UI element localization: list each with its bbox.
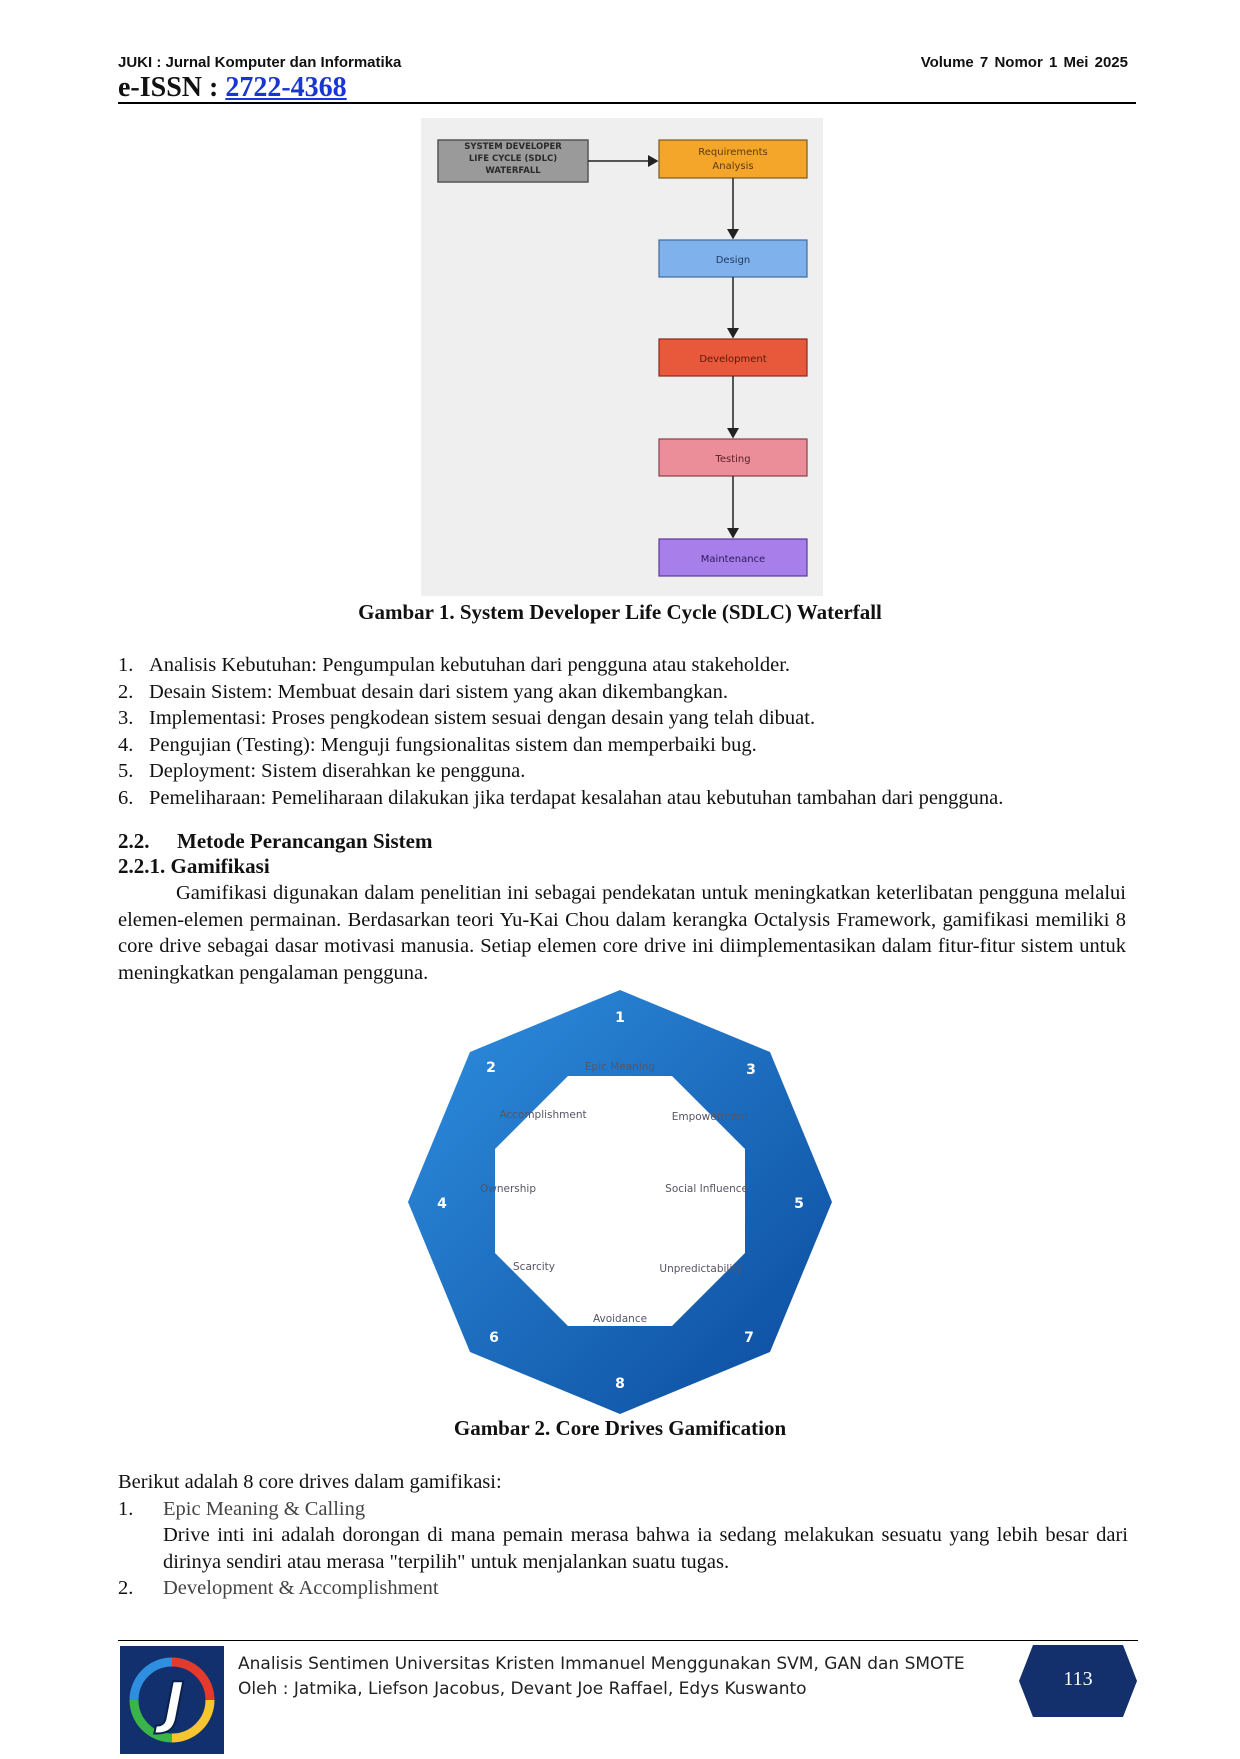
step-requirements-box (658, 139, 808, 179)
list-text: Analisis Kebutuhan: Pengumpulan kebutuha… (149, 654, 791, 676)
list-item: 2. Desain Sistem: Membuat desain dari sis… (118, 679, 1138, 706)
list-text: Pengujian (Testing): Menguji fungsionali… (149, 733, 757, 756)
sdlc-title-line-2: LIFE CYCLE (SDLC) (469, 154, 557, 164)
subsection-number: 2.2.1. (118, 854, 166, 878)
drive-label-accomplishment: Accomplishment (499, 1109, 586, 1121)
list-item: 2. Development & Accomplishment (118, 1575, 1128, 1602)
figure2-caption: Gambar 2. Core Drives Gamification (453, 1416, 787, 1440)
sdlc-diagram: SYSTEM DEVELOPER LIFE CYCLE (SDLC) WATER… (437, 139, 808, 577)
list-number: 1. (118, 654, 134, 676)
footer-text: Analisis Sentimen Universitas Kristen Im… (238, 1652, 965, 1702)
sdlc-title-box (437, 139, 589, 183)
drive-label-avoidance: Avoidance (593, 1313, 647, 1325)
page-badge-shape (1019, 1645, 1137, 1717)
list-number: 1. (118, 1497, 134, 1520)
drive-number-6: 6 (489, 1330, 499, 1346)
drive-label-social-influence: Social Influence (665, 1183, 748, 1195)
list-number: 5. (118, 760, 134, 782)
drive-label-scarcity: Scarcity (513, 1261, 555, 1273)
eissn: e-ISSN : 2722-4368 (118, 72, 347, 104)
footer-article-title: Analisis Sentimen Universitas Kristen Im… (238, 1654, 965, 1674)
step-requirements-line-1: Requirements (698, 147, 768, 158)
list-number: 6. (118, 786, 134, 809)
drive-label-empowerment: Empowerment (672, 1111, 749, 1123)
drive-number-7: 7 (744, 1330, 754, 1346)
core-drive-title: Epic Meaning & Calling (163, 1497, 366, 1520)
step-design-label: Design (716, 255, 751, 266)
sdlc-steps-list: 1. Analisis Kebutuhan: Pengumpulan kebutu… (118, 652, 1138, 811)
drive-number-2: 2 (486, 1060, 496, 1076)
list-item: 6. Pemeliharaan: Pemeliharaan dilakukan j… (118, 785, 1138, 812)
list-number: 3. (118, 707, 134, 729)
list-text: Pemeliharaan: Pemeliharaan dilakukan jik… (149, 786, 1004, 809)
step-testing-label: Testing (714, 454, 750, 465)
step-maintenance-box (658, 538, 808, 577)
list-item: 3. Implementasi: Proses pengkodean sistem… (118, 705, 1138, 732)
list-number: 2. (118, 680, 134, 703)
figure-octalysis: 1 2 3 4 5 6 7 8 Epic Meaning Accomplishm… (408, 990, 832, 1414)
list-number: 4. (118, 733, 134, 756)
subsection-heading: 2.2.1. Gamifikasi (118, 854, 270, 879)
list-text: Deployment: Sistem diserahkan ke penggun… (149, 760, 526, 782)
step-development-box (658, 338, 808, 377)
section-number: 2.2. (118, 829, 150, 853)
page-number-badge (1019, 1645, 1137, 1717)
list-number: 2. (118, 1577, 134, 1599)
step-maintenance-label: Maintenance (701, 554, 765, 565)
core-drive-description: Drive inti ini adalah dorongan di mana p… (163, 1524, 1128, 1573)
sdlc-title-line-3: WATERFALL (485, 166, 541, 176)
journal-logo: J (120, 1646, 224, 1754)
eissn-number-link[interactable]: 2722-4368 (225, 72, 347, 103)
figure-sdlc-waterfall: SYSTEM DEVELOPER LIFE CYCLE (SDLC) WATER… (421, 118, 823, 596)
eissn-label: e-ISSN : (118, 72, 226, 103)
list-item: 4. Pengujian (Testing): Menguji fungsiona… (118, 732, 1138, 759)
footer-authors: Oleh : Jatmika, Liefson Jacobus, Devant … (238, 1679, 807, 1699)
drive-number-1: 1 (615, 1010, 625, 1026)
list-item: 1. Analisis Kebutuhan: Pengumpulan kebutu… (118, 652, 1138, 679)
list-text: Desain Sistem: Membuat desain dari siste… (149, 680, 728, 703)
octagon-inner (495, 1076, 745, 1326)
journal-name: JUKI : Jurnal Komputer dan Informatika (118, 54, 402, 71)
section-title: Metode Perancangan Sistem (177, 829, 433, 853)
drive-label-epic-meaning: Epic Meaning (585, 1061, 655, 1073)
drive-label-ownership: Ownership (480, 1183, 536, 1195)
octalysis-diagram: 1 2 3 4 5 6 7 8 Epic Meaning Accomplishm… (408, 990, 832, 1414)
gamification-paragraph: Gamifikasi digunakan dalam penelitian in… (118, 882, 1126, 984)
drive-number-4: 4 (437, 1196, 447, 1212)
step-development-label: Development (699, 354, 766, 365)
list-text: Implementasi: Proses pengkodean sistem s… (149, 707, 816, 729)
volume-info: Volume 7 Nomor 1 Mei 2025 (920, 54, 1128, 71)
step-requirements-line-2: Analysis (712, 161, 753, 172)
subsection-title: Gamifikasi (170, 854, 270, 878)
step-testing-box (658, 438, 808, 477)
drive-number-5: 5 (794, 1196, 804, 1212)
step-design-box (658, 239, 808, 278)
figure1-caption: Gambar 1. System Developer Life Cycle (S… (358, 600, 882, 624)
drive-number-3: 3 (746, 1062, 756, 1078)
list-item: 5. Deployment: Sistem diserahkan ke pengg… (118, 758, 1138, 785)
core-drives-intro: Berikut adalah 8 core drives dalam gamif… (118, 1471, 502, 1493)
page-number: 113 (1063, 1668, 1093, 1690)
list-item: 1. Epic Meaning & Calling (118, 1496, 1128, 1523)
section-heading: 2.2. Metode Perancangan Sistem (118, 829, 432, 854)
drive-number-8: 8 (615, 1376, 625, 1392)
core-drive-title: Development & Accomplishment (163, 1577, 439, 1599)
journal-logo-image: J (120, 1646, 224, 1754)
drive-label-unpredictability: Unpredictability (659, 1263, 742, 1275)
footer-rule (118, 1640, 1138, 1641)
header-rule (118, 102, 1136, 104)
sdlc-title-line-1: SYSTEM DEVELOPER (464, 142, 562, 152)
core-drives-section: Berikut adalah 8 core drives dalam gamif… (118, 1469, 1128, 1602)
